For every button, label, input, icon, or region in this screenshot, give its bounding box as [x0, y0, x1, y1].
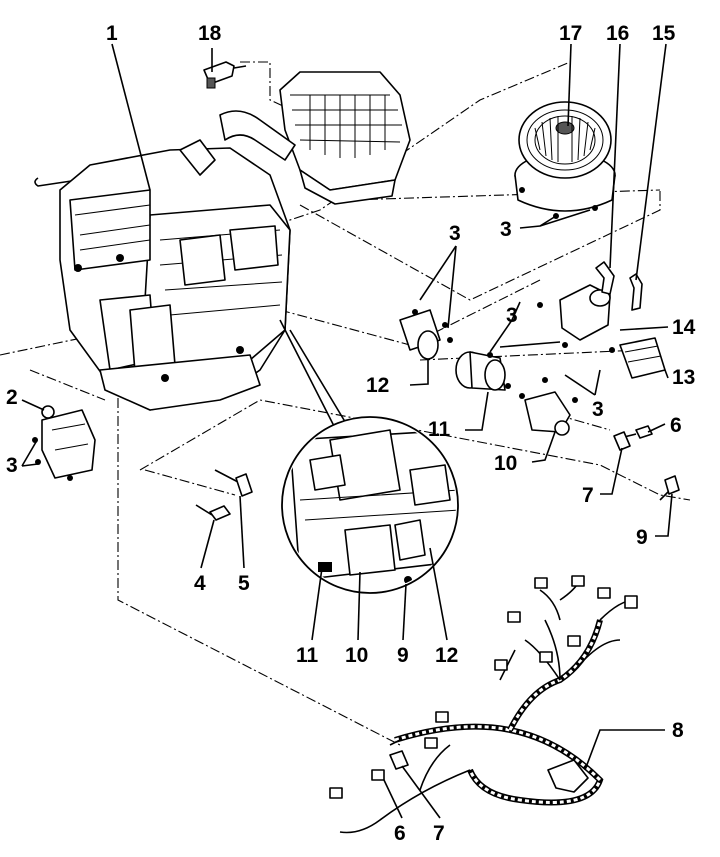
part-13-module: [609, 337, 666, 379]
part-12-actuator: [399, 309, 453, 360]
callout-8: 8: [672, 719, 684, 742]
part-18-sensor: [203, 61, 247, 89]
callout-15: 15: [652, 22, 676, 45]
callout-2: 2: [6, 386, 18, 409]
callout-5: 5: [238, 572, 250, 595]
part-5-sensor: [214, 469, 253, 497]
callout-11: 11: [296, 644, 319, 667]
part-9-sensor: [659, 475, 680, 501]
callout-10: 10: [345, 644, 368, 667]
callout-11: 11: [428, 418, 451, 441]
callout-10: 10: [494, 452, 517, 475]
part-8-wiring-harness: [329, 575, 638, 834]
callout-3: 3: [500, 218, 512, 241]
part-1-heater-unit: [34, 110, 296, 411]
callout-14: 14: [672, 316, 696, 339]
leader-lines: [21, 43, 673, 819]
callout-7: 7: [582, 484, 594, 507]
part-11-motor: [455, 351, 511, 391]
part-17-blower-motor: [514, 101, 616, 219]
callout-7: 7: [433, 822, 445, 845]
part-16-lever: [595, 261, 615, 295]
callout-3: 3: [6, 454, 18, 477]
detail-view-circle: [279, 319, 459, 594]
callout-1: 1: [106, 22, 118, 45]
part-7-connector: [613, 431, 631, 451]
part-14-actuator: [537, 284, 611, 348]
callout-9: 9: [397, 644, 409, 667]
callout-6: 6: [670, 414, 682, 437]
callout-12: 12: [435, 644, 458, 667]
part-2-actuator: [32, 405, 96, 481]
callout-9: 9: [636, 526, 648, 549]
callout-3: 3: [506, 304, 518, 327]
callout-3: 3: [592, 398, 604, 421]
part-10-actuator: [519, 377, 578, 436]
callout-6: 6: [394, 822, 406, 845]
part-4-sensor: [195, 504, 231, 521]
callout-18: 18: [198, 22, 222, 45]
air-inlet-housing: [279, 71, 411, 205]
callout-13: 13: [672, 366, 695, 389]
callout-3: 3: [449, 222, 461, 245]
callout-12: 12: [366, 374, 389, 397]
callout-16: 16: [606, 22, 629, 45]
callout-4: 4: [194, 572, 206, 595]
callout-numbers: 1 18 17 16 15 3 3 3 14 12 13 3 11 6 10 7…: [6, 22, 696, 845]
callout-17: 17: [559, 22, 582, 45]
